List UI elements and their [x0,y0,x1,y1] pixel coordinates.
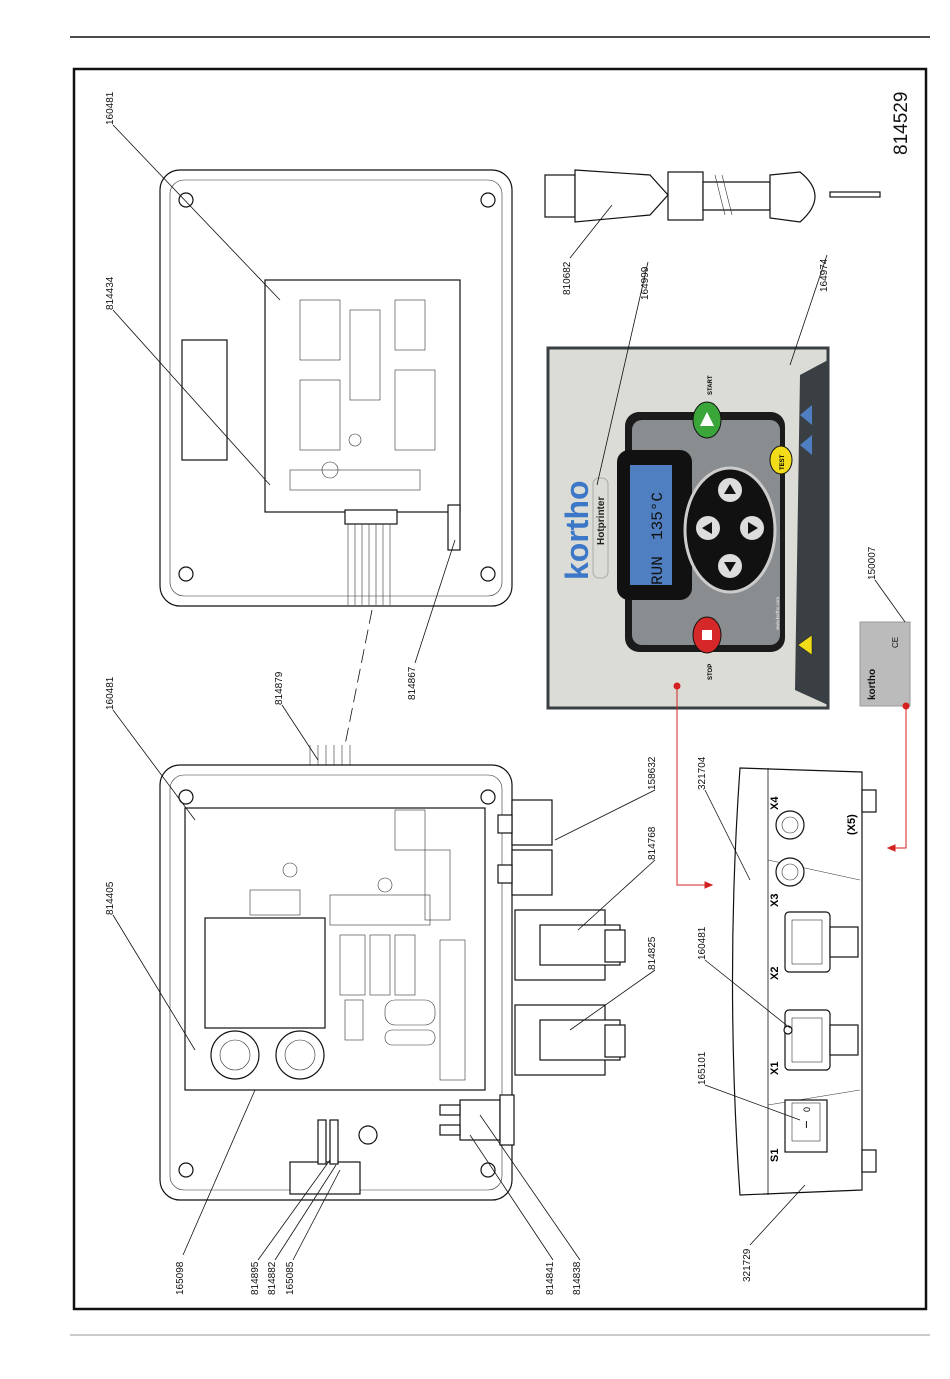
part-label: 321729 [742,1248,753,1282]
label-x4: X4 [769,796,781,810]
part-label: 814434 [105,276,116,310]
part-label: 810682 [562,261,573,295]
part-label: 165098 [175,1261,186,1295]
part-label: 164999 [640,266,651,300]
part-label: 150007 [867,546,878,580]
lid-enclosure [160,170,512,818]
power-plug [545,170,880,222]
brand-logo: kortho [559,480,595,580]
part-label: 158632 [647,756,658,790]
part-label: 160481 [105,676,116,710]
plate-brand: kortho [867,669,878,700]
part-label: 160481 [105,91,116,125]
part-label: 814825 [647,936,658,970]
label-x1: X1 [769,1062,781,1075]
part-label: 814867 [407,666,418,700]
gland-x3 [776,858,804,886]
part-label: 814882 [267,1261,278,1295]
pcb-label [182,340,227,460]
test-label: TEST [780,454,786,470]
part-label: 165101 [697,1051,708,1085]
label-s1: S1 [769,1149,781,1162]
part-label: 321704 [697,756,708,790]
part-label: 165085 [285,1261,296,1295]
label-x2: X2 [769,967,781,980]
gland-x4 [776,811,804,839]
part-label: 814838 [572,1261,583,1295]
control-panel: kortho Hotprinter RUN 135°C START STOP T… [548,348,828,708]
label-x5: (X5) [846,814,858,835]
ce-mark: CE [891,637,900,648]
part-label: 164974 [819,258,830,292]
website: www.kortho.com [775,597,780,630]
label-x3: X3 [769,894,781,907]
part-label: 814895 [250,1261,261,1295]
product-name: Hotprinter [596,497,607,545]
stop-label: STOP [708,664,714,680]
capacitor-c3 [276,1031,324,1079]
base-enclosure [160,765,625,1200]
display-line2: 135°C [649,492,667,540]
display-line1: RUN [649,556,667,585]
display-pcb [265,280,460,512]
housing-side-view: I 0 S1 X1 X2 X3 X4 (X5) [733,768,877,1195]
part-label: 814841 [545,1261,556,1295]
start-label: START [708,375,714,395]
rating-plate: kortho CE [860,622,910,706]
switch-on: I [805,1120,808,1131]
part-label: 814768 [647,826,658,860]
capacitor-c4 [211,1031,259,1079]
drawing-number: 814529 [891,92,912,155]
part-label: 814405 [105,881,116,915]
switch-off: 0 [802,1107,812,1112]
part-label: 160481 [697,926,708,960]
part-label: 814879 [274,671,285,705]
